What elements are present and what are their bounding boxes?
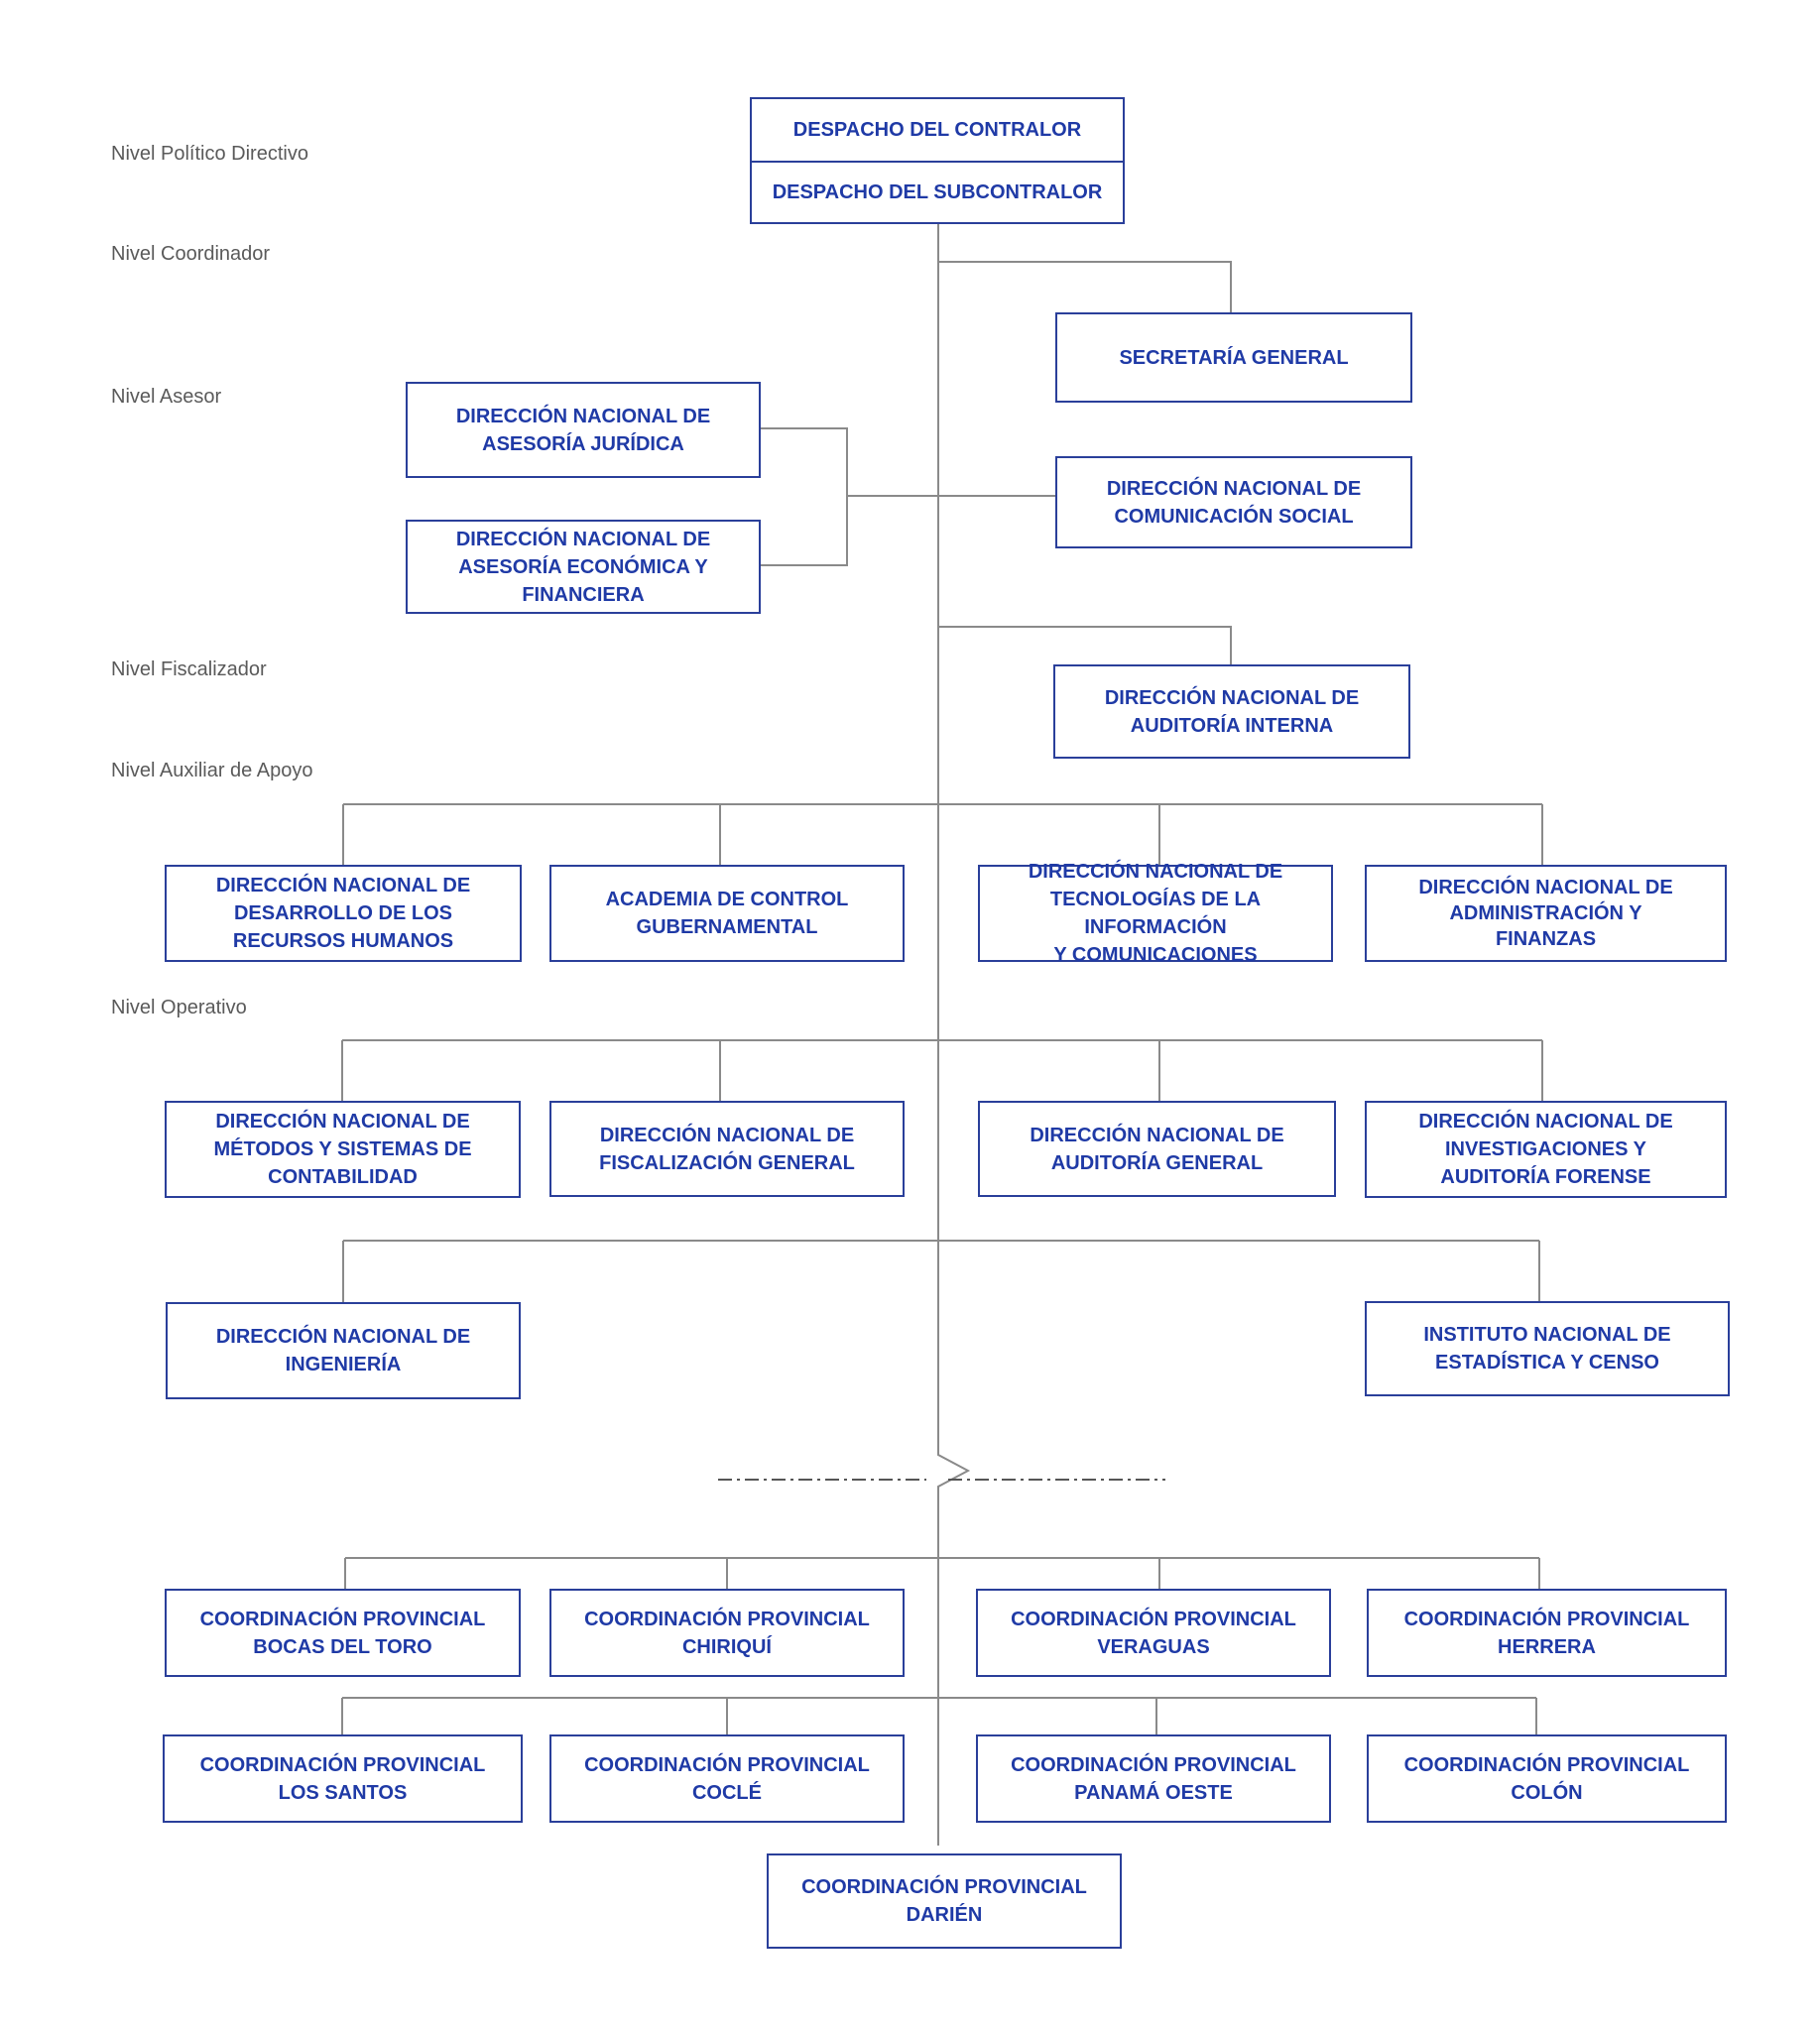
level-fiscalizador: Nivel Fiscalizador [111,658,267,680]
unit-estadistica-censo-label: INSTITUTO NACIONAL DE ESTADÍSTICA Y CENS… [1423,1324,1671,1374]
unit-asesoria-juridica-label: DIRECCIÓN NACIONAL DE ASESORÍA JURÍDICA [455,405,711,455]
connector-provincial2-drops [341,1698,1537,1734]
unit-fiscalizacion-general-label: DIRECCIÓN NACIONAL DE FISCALIZACIÓN GENE… [599,1124,855,1174]
connector-secretaria [938,261,1232,312]
unit-estadistica-censo[interactable]: INSTITUTO NACIONAL DE ESTADÍSTICA Y CENS… [1365,1301,1730,1396]
prov-cocle-label: COORDINACIÓN PROVINCIAL COCLÉ [584,1753,870,1804]
prov-colon-label: COORDINACIÓN PROVINCIAL COLÓN [1403,1753,1690,1804]
level-operativo: Nivel Operativo [111,997,247,1018]
level-asesor: Nivel Asesor [111,386,222,408]
despacho-subcontralor[interactable]: DESPACHO DEL SUBCONTRALOR [752,161,1123,222]
connector-ingenieria-drops [342,1241,1540,1302]
connector-auxiliar-drops [342,804,1543,865]
prov-chiriqui[interactable]: COORDINACIÓN PROVINCIAL CHIRIQUÍ [549,1589,905,1677]
prov-panama-oeste[interactable]: COORDINACIÓN PROVINCIAL PANAMÁ OESTE [976,1734,1331,1823]
unit-recursos-humanos[interactable]: DIRECCIÓN NACIONAL DE DESARROLLO DE LOS … [165,865,522,962]
unit-ingenieria[interactable]: DIRECCIÓN NACIONAL DE INGENIERÍA [166,1302,521,1399]
unit-comunicacion-social-label: DIRECCIÓN NACIONAL DE COMUNICACIÓN SOCIA… [1106,477,1362,528]
prov-darien[interactable]: COORDINACIÓN PROVINCIAL DARIÉN [767,1853,1122,1949]
prov-cocle[interactable]: COORDINACIÓN PROVINCIAL COCLÉ [549,1734,905,1823]
unit-auditoria-general-label: DIRECCIÓN NACIONAL DE AUDITORÍA GENERAL [1030,1124,1284,1174]
prov-los-santos[interactable]: COORDINACIÓN PROVINCIAL LOS SANTOS [163,1734,523,1823]
unit-investigaciones-forense-label: DIRECCIÓN NACIONAL DE INVESTIGACIONES Y … [1418,1111,1673,1188]
connector-economica [760,496,848,566]
prov-darien-label: COORDINACIÓN PROVINCIAL DARIÉN [801,1876,1087,1926]
unit-asesoria-economica[interactable]: DIRECCIÓN NACIONAL DE ASESORÍA ECONÓMICA… [406,520,761,614]
prov-veraguas[interactable]: COORDINACIÓN PROVINCIAL VERAGUAS [976,1589,1331,1677]
despacho-box: DESPACHO DEL CONTRALOR DESPACHO DEL SUBC… [750,97,1125,224]
connector-provincial1-drops [344,1558,1540,1589]
level-politico-directivo: Nivel Político Directivo [111,143,308,165]
prov-herrera[interactable]: COORDINACIÓN PROVINCIAL HERRERA [1367,1589,1727,1677]
prov-panama-oeste-label: COORDINACIÓN PROVINCIAL PANAMÁ OESTE [1011,1753,1296,1804]
unit-academia-control[interactable]: ACADEMIA DE CONTROL GUBERNAMENTAL [549,865,905,962]
unit-administracion-finanzas-label: DIRECCIÓN NACIONAL DE ADMINISTRACIÓN Y F… [1418,877,1673,950]
despacho-contralor[interactable]: DESPACHO DEL CONTRALOR [792,118,1082,141]
prov-veraguas-label: COORDINACIÓN PROVINCIAL VERAGUAS [1011,1608,1296,1658]
main-trunk-line [937,224,971,1846]
unit-tecnologias-informacion[interactable]: DIRECCIÓN NACIONAL DE TECNOLOGÍAS DE LA … [978,861,1333,966]
unit-ingenieria-label: DIRECCIÓN NACIONAL DE INGENIERÍA [215,1326,471,1375]
connector-juridica [760,427,938,497]
unit-auditoria-interna[interactable]: DIRECCIÓN NACIONAL DE AUDITORÍA INTERNA [1053,664,1410,759]
unit-tecnologias-informacion-label: DIRECCIÓN NACIONAL DE TECNOLOGÍAS DE LA … [1028,861,1283,966]
prov-los-santos-label: COORDINACIÓN PROVINCIAL LOS SANTOS [199,1753,486,1804]
unit-asesoria-economica-label: DIRECCIÓN NACIONAL DE ASESORÍA ECONÓMICA… [455,528,711,606]
unit-secretaria-general-label: SECRETARÍA GENERAL [1119,346,1349,369]
unit-academia-control-label: ACADEMIA DE CONTROL GUBERNAMENTAL [605,889,849,938]
unit-auditoria-interna-label: DIRECCIÓN NACIONAL DE AUDITORÍA INTERNA [1104,686,1360,737]
level-auxiliar-apoyo: Nivel Auxiliar de Apoyo [111,760,313,781]
connector-auditoria-interna [938,626,1232,664]
level-coordinador: Nivel Coordinador [111,243,271,265]
prov-chiriqui-label: COORDINACIÓN PROVINCIAL CHIRIQUÍ [584,1608,870,1658]
unit-asesoria-juridica[interactable]: DIRECCIÓN NACIONAL DE ASESORÍA JURÍDICA [406,382,761,478]
connector-operativo-drops [341,1040,1543,1101]
prov-colon[interactable]: COORDINACIÓN PROVINCIAL COLÓN [1367,1734,1727,1823]
unit-recursos-humanos-label: DIRECCIÓN NACIONAL DE DESARROLLO DE LOS … [215,875,471,952]
unit-metodos-contabilidad-label: DIRECCIÓN NACIONAL DE MÉTODOS Y SISTEMAS… [213,1111,472,1188]
unit-auditoria-general[interactable]: DIRECCIÓN NACIONAL DE AUDITORÍA GENERAL [978,1101,1336,1197]
unit-administracion-finanzas[interactable]: DIRECCIÓN NACIONAL DE ADMINISTRACIÓN Y F… [1365,865,1727,962]
prov-bocas-del-toro-label: COORDINACIÓN PROVINCIAL BOCAS DEL TORO [199,1608,486,1658]
unit-fiscalizacion-general[interactable]: DIRECCIÓN NACIONAL DE FISCALIZACIÓN GENE… [549,1101,905,1197]
unit-investigaciones-forense[interactable]: DIRECCIÓN NACIONAL DE INVESTIGACIONES Y … [1365,1101,1727,1198]
unit-secretaria-general[interactable]: SECRETARÍA GENERAL [1055,312,1412,403]
prov-herrera-label: COORDINACIÓN PROVINCIAL HERRERA [1403,1608,1690,1658]
unit-comunicacion-social[interactable]: DIRECCIÓN NACIONAL DE COMUNICACIÓN SOCIA… [1055,456,1412,548]
prov-bocas-del-toro[interactable]: COORDINACIÓN PROVINCIAL BOCAS DEL TORO [165,1589,521,1677]
unit-metodos-contabilidad[interactable]: DIRECCIÓN NACIONAL DE MÉTODOS Y SISTEMAS… [165,1101,521,1198]
